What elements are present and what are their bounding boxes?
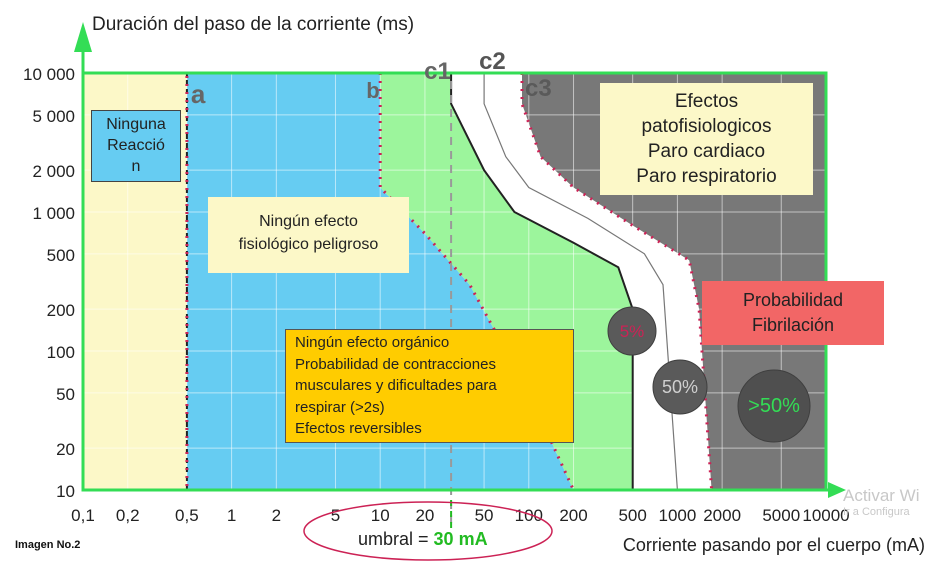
y-tick-label-8: 5 000 <box>32 107 75 126</box>
x-tick-label-0: 0,1 <box>71 506 95 525</box>
probability-marker-label-1: 50% <box>662 377 698 397</box>
zone3-label: Ningún efecto orgánico Probabilidad de c… <box>285 329 574 443</box>
zone3-label-line1: Ningún efecto orgánico <box>295 334 450 351</box>
probability-marker-2 <box>737 369 811 443</box>
probability-marker-1 <box>652 359 708 415</box>
zone1-label: Ninguna Reacció n <box>91 110 181 182</box>
threshold-ellipse <box>303 501 553 561</box>
zone3-label-line4: respirar (>2s) <box>295 398 385 416</box>
y-tick-label-7: 2 000 <box>32 162 75 181</box>
fibrilation-label: Probabilidad Fibrilación <box>702 281 884 345</box>
image-caption: Imagen No.2 <box>15 539 81 551</box>
probability-marker-label-2: >50% <box>748 395 800 417</box>
watermark-line2: Ir a Configura <box>843 506 910 518</box>
y-tick-label-5: 500 <box>47 246 75 265</box>
curve-label-a: a <box>191 79 206 109</box>
watermark-line1: Activar Wi <box>843 486 920 505</box>
x-axis-arrow <box>828 482 846 498</box>
threshold-label-prefix: umbral = <box>358 529 434 549</box>
zone4-label-line1: Efectos <box>674 91 739 112</box>
zone4-label: Efectos patofisiologicos Paro cardiaco P… <box>600 83 813 195</box>
x-tick-label-2: 0,5 <box>175 506 199 525</box>
zone3-label-line2: Probabilidad de contracciones <box>295 355 496 373</box>
x-tick-label-3: 1 <box>227 506 236 525</box>
threshold-label: umbral = 30 mA <box>358 529 488 550</box>
x-tick-label-13: 2000 <box>703 506 741 525</box>
y-tick-label-6: 1 000 <box>32 204 75 223</box>
curve-label-c3: c3 <box>525 75 552 102</box>
curve-label-b: b <box>366 78 379 103</box>
x-tick-label-5: 5 <box>331 506 340 525</box>
threshold-label-value: 30 mA <box>433 529 488 549</box>
x-tick-label-6: 10 <box>371 506 390 525</box>
x-tick-label-11: 500 <box>618 506 646 525</box>
y-tick-label-2: 50 <box>56 385 75 404</box>
x-tick-label-12: 1000 <box>658 506 696 525</box>
y-tick-label-3: 100 <box>47 343 75 362</box>
y-tick-label-0: 10 <box>56 482 75 501</box>
curve-c3 <box>520 73 714 491</box>
x-tick-label-10: 200 <box>559 506 587 525</box>
x-tick-label-14: 5000 <box>762 506 800 525</box>
zone4-label-line3: Paro cardiaco <box>647 141 766 162</box>
fibrilation-label-line2: Fibrilación <box>751 315 835 335</box>
y-tick-label-9: 10 000 <box>23 65 75 84</box>
zone3-label-line3: musculares y dificultades para <box>295 377 497 394</box>
zone1-label-line3: n <box>131 158 141 175</box>
zone1-label-line1: Ninguna <box>106 116 166 133</box>
curve-label-c2: c2 <box>479 48 506 75</box>
zone2-label-line1: Ningún efecto <box>259 213 358 230</box>
zone1-label-line2: Reacció <box>107 137 165 154</box>
probability-marker-label-0: 5% <box>620 322 645 341</box>
watermark: Activar Wi Ir a Configura <box>843 486 920 518</box>
x-axis-title: Corriente pasando por el cuerpo (mA) <box>623 535 925 555</box>
y-axis-title: Duración del paso de la corriente (ms) <box>92 14 414 35</box>
zone2-label-line2: fisiológico peligroso <box>238 236 379 253</box>
x-tick-label-7: 20 <box>415 506 434 525</box>
zone3-label-line5: Efectos reversibles <box>295 420 422 437</box>
zone2-label: Ningún efecto fisiológico peligroso <box>208 197 409 273</box>
zone4-label-line2: patofisiologicos <box>641 116 772 137</box>
x-tick-label-9: 100 <box>515 506 543 525</box>
fibrilation-label-line1: Probabilidad <box>742 290 844 310</box>
y-axis-arrow <box>74 22 92 52</box>
probability-marker-0 <box>607 306 657 356</box>
x-tick-label-8: 50 <box>475 506 494 525</box>
curve-c1 <box>450 73 634 490</box>
y-tick-label-1: 20 <box>56 440 75 459</box>
x-tick-label-1: 0,2 <box>116 506 140 525</box>
x-tick-label-4: 2 <box>272 506 281 525</box>
zone4-label-line4: Paro respiratorio <box>636 166 777 187</box>
x-tick-label-15: 10000 <box>802 506 849 525</box>
curve-c2 <box>483 73 678 491</box>
curve-band-area <box>451 73 712 490</box>
y-tick-label-4: 200 <box>47 301 75 320</box>
curve-label-c1: c1 <box>424 58 451 85</box>
